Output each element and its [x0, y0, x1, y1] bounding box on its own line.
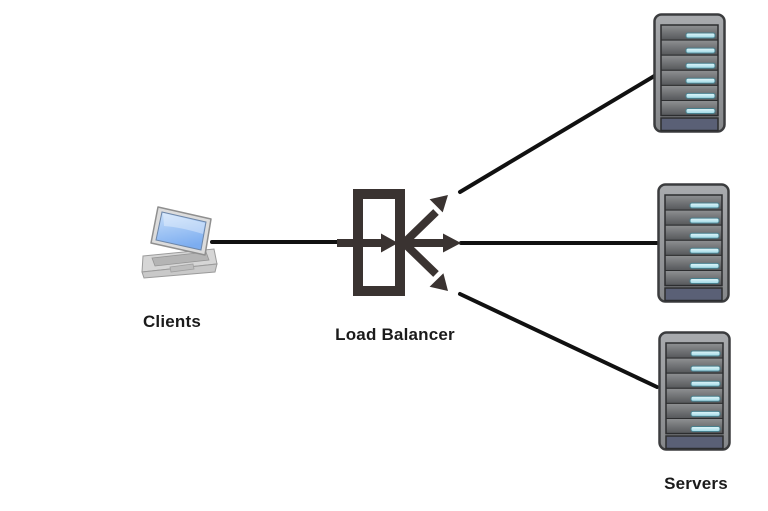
edge-lb-to-server-1 [458, 73, 658, 194]
servers-label: Servers [664, 474, 728, 493]
edge-lb-to-server-3 [458, 292, 659, 389]
lb-out-arrow-down-head [429, 273, 448, 291]
laptop-icon [141, 206, 218, 279]
lb-out-arrow-mid-head [443, 233, 461, 253]
server-rack-icon-2 [657, 183, 730, 303]
server-rack-icon-1 [653, 13, 726, 133]
lb-out-arrow-down-shaft [401, 240, 439, 277]
lb-out-arrow-up-head [429, 195, 448, 213]
edges [210, 73, 659, 389]
load-balancer-label: Load Balancer [335, 325, 455, 344]
load-balancer-icon [337, 189, 461, 296]
lb-out-arrow-up-shaft [401, 209, 439, 246]
lb-in-arrow-head [381, 233, 398, 253]
clients-label: Clients [142, 312, 202, 331]
server-rack-icon-3 [658, 331, 731, 451]
screen-sheen [163, 213, 205, 234]
